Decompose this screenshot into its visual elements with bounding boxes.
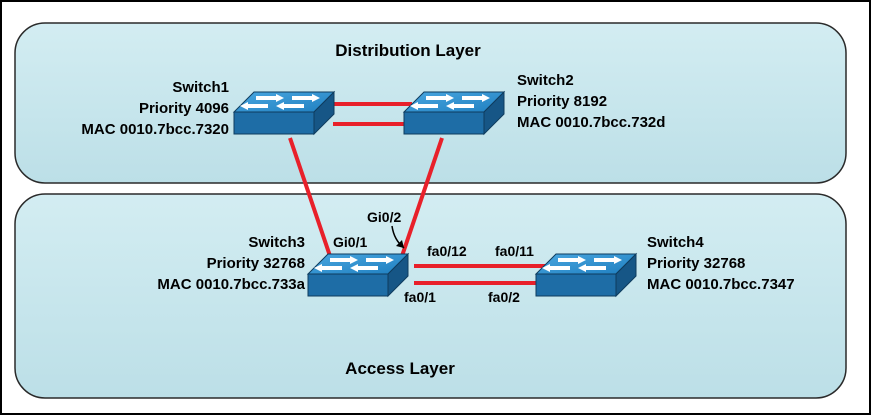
links — [288, 102, 546, 285]
port-fa01: fa0/1 — [404, 289, 436, 305]
link-s2-s3 — [400, 137, 444, 257]
switch4-icon[interactable] — [535, 253, 637, 297]
switch4-mac: MAC 0010.7bcc.7347 — [647, 276, 795, 293]
switch2-name: Switch2 — [517, 72, 574, 89]
switch3-name: Switch3 — [248, 234, 305, 251]
switch1-labels: Switch1 Priority 4096 MAC 0010.7bcc.7320 — [81, 79, 229, 138]
link-s1-s3 — [288, 137, 332, 257]
switch4-name: Switch4 — [647, 234, 704, 251]
switch3-icon[interactable] — [307, 253, 409, 297]
access-layer-panel — [14, 193, 847, 399]
switch2-priority: Priority 8192 — [517, 93, 607, 110]
switch3-labels: Switch3 Priority 32768 MAC 0010.7bcc.733… — [157, 234, 305, 293]
port-fa012: fa0/12 — [427, 243, 467, 259]
distribution-layer-title: Distribution Layer — [335, 41, 481, 60]
switch2-icon[interactable] — [403, 91, 505, 135]
switch4-labels: Switch4 Priority 32768 MAC 0010.7bcc.734… — [647, 234, 795, 293]
switch2-labels: Switch2 Priority 8192 MAC 0010.7bcc.732d — [517, 72, 665, 131]
port-fa011: fa0/11 — [495, 243, 534, 259]
switch4-priority: Priority 32768 — [647, 255, 745, 272]
switch1-mac: MAC 0010.7bcc.7320 — [81, 121, 229, 138]
gi02-pointer-arrowhead — [396, 240, 404, 248]
port-gi01: Gi0/1 — [333, 234, 367, 250]
switch1-priority: Priority 4096 — [139, 100, 229, 117]
access-layer-title: Access Layer — [345, 359, 455, 378]
port-gi02: Gi0/2 — [367, 209, 401, 225]
switch3-mac: MAC 0010.7bcc.733a — [157, 276, 305, 293]
port-fa02: fa0/2 — [488, 289, 520, 305]
switch1-icon[interactable] — [233, 91, 335, 135]
switch2-mac: MAC 0010.7bcc.732d — [517, 114, 665, 131]
switch3-priority: Priority 32768 — [207, 255, 305, 272]
switch1-name: Switch1 — [172, 79, 229, 96]
port-labels: Gi0/2 Gi0/1 fa0/12 fa0/11 fa0/1 fa0/2 — [333, 209, 534, 305]
